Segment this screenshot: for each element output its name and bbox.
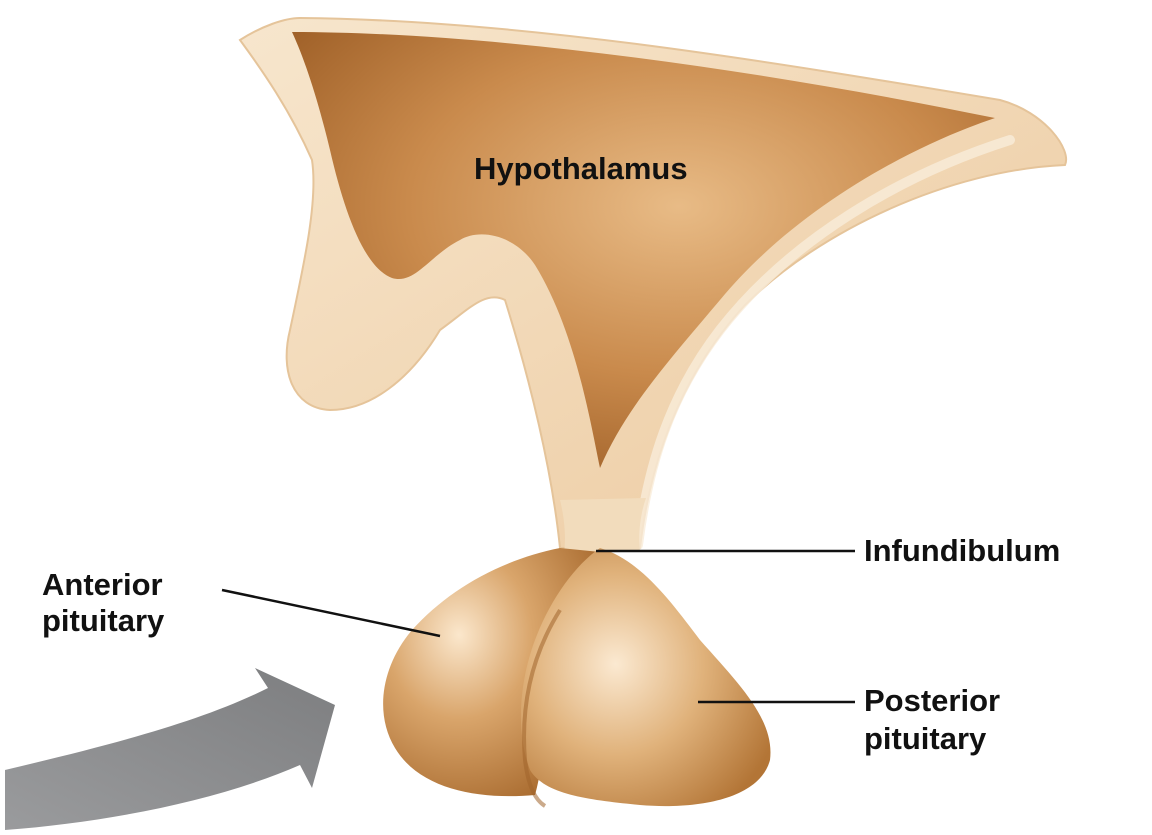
infundibulum-stalk (560, 498, 646, 552)
hypothalamus-label: Hypothalamus (474, 150, 688, 188)
anterior-pituitary-label-line1: Anterior (42, 566, 163, 604)
posterior-pituitary-label-line1: Posterior (864, 682, 1000, 720)
anterior-pituitary-leader (222, 590, 440, 636)
anterior-pituitary-label-line2: pituitary (42, 602, 164, 640)
posterior-pituitary-label-line2: pituitary (864, 720, 986, 758)
direction-arrow (5, 668, 335, 830)
infundibulum-label: Infundibulum (864, 532, 1060, 570)
